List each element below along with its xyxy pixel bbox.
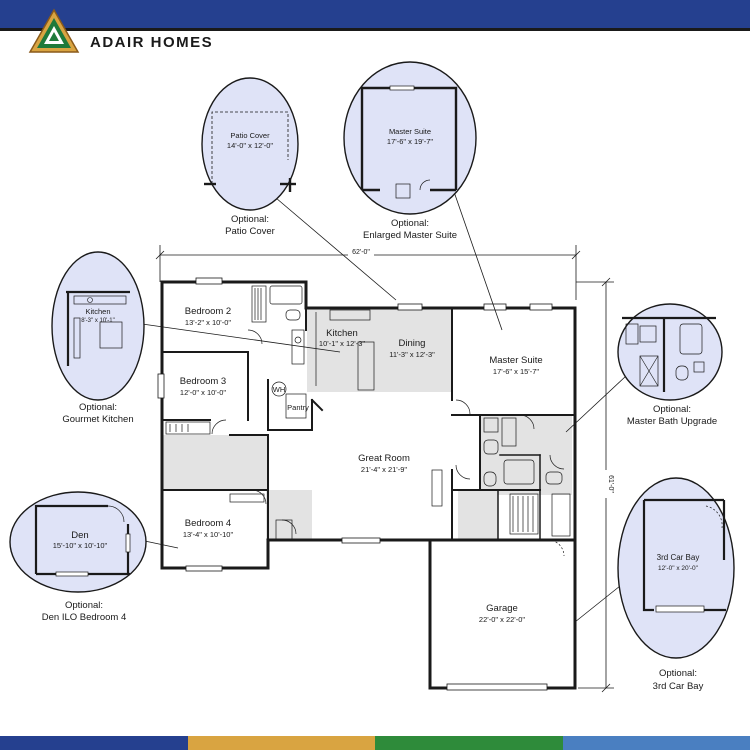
tile-areas bbox=[163, 308, 572, 540]
option-gourmet-kitchen-title: Optional: bbox=[79, 402, 117, 413]
footer-stripe-gold bbox=[188, 736, 375, 750]
garage-size: 22'-0" x 22'-0" bbox=[479, 615, 525, 624]
option-master-suite-bubble: Master Suite 17'-6" x 19'-7" bbox=[343, 61, 477, 215]
bedroom2-size: 13'-2" x 10'-0" bbox=[185, 318, 231, 327]
option-third-car-bay-title: Optional: bbox=[659, 668, 697, 679]
option-gourmet-kitchen-bubble: Kitchen 8'-3" x 10'-1" bbox=[51, 251, 145, 401]
option-third-car-bay-name: 3rd Car Bay bbox=[653, 681, 704, 692]
option-master-bath-title: Optional: bbox=[653, 404, 691, 415]
dining-size: 11'-3" x 12'-3" bbox=[389, 350, 435, 359]
bedroom4-label: Bedroom 4 bbox=[185, 518, 231, 529]
option-den-size: 15'-10" x 10'-10" bbox=[53, 541, 108, 550]
option-third-car-bay-size: 12'-0" x 20'-0" bbox=[658, 565, 699, 572]
option-patio-cover-name: Patio Cover bbox=[225, 226, 275, 237]
water-heater-label: WH bbox=[273, 385, 286, 394]
header-rule bbox=[0, 28, 750, 31]
kitchen-label: Kitchen bbox=[326, 328, 358, 339]
option-gourmet-kitchen-name: Gourmet Kitchen bbox=[62, 414, 133, 425]
pantry-label: Pantry bbox=[287, 403, 309, 412]
footer-stripe-blue bbox=[0, 736, 188, 750]
master-suite-size: 17'-6" x 15'-7" bbox=[493, 367, 539, 376]
option-gourmet-kitchen-size: 8'-3" x 10'-1" bbox=[81, 318, 115, 324]
option-third-car-bay-room: 3rd Car Bay bbox=[657, 553, 700, 562]
bedroom3-label: Bedroom 3 bbox=[180, 376, 226, 387]
bedroom4-size: 13'-4" x 10'-10" bbox=[183, 530, 234, 539]
option-den-bubble: Den 15'-10" x 10'-10" bbox=[9, 491, 147, 593]
option-patio-cover-title: Optional: bbox=[231, 214, 269, 225]
garage-label: Garage bbox=[486, 603, 518, 614]
option-gourmet-kitchen-room: Kitchen bbox=[85, 307, 110, 316]
header-bar bbox=[0, 0, 750, 28]
depth-dimension-label: 61'-0" bbox=[607, 475, 614, 493]
dining-label: Dining bbox=[399, 338, 426, 349]
option-third-car-bay-bubble: 3rd Car Bay 12'-0" x 20'-0" bbox=[617, 477, 735, 659]
door-swings bbox=[211, 329, 565, 557]
option-master-suite-size: 17'-6" x 19'-7" bbox=[387, 137, 433, 146]
footer-stripe-lightblue bbox=[563, 736, 750, 750]
house-walls bbox=[160, 280, 577, 690]
option-den-name: Den ILO Bedroom 4 bbox=[42, 612, 127, 623]
great-room-label: Great Room bbox=[358, 453, 410, 464]
option-master-suite-name: Enlarged Master Suite bbox=[363, 230, 457, 241]
master-suite-label: Master Suite bbox=[489, 355, 542, 366]
option-master-suite-title: Optional: bbox=[391, 218, 429, 229]
footer-stripe-green bbox=[375, 736, 563, 750]
option-den-room: Den bbox=[71, 530, 88, 541]
width-dimension-label: 62'-0" bbox=[352, 249, 370, 256]
option-patio-cover-size: 14'-0" x 12'-0" bbox=[227, 141, 273, 150]
brand-name: ADAIR HOMES bbox=[90, 34, 214, 51]
option-patio-cover-bubble: Patio Cover 14'-0" x 12'-0" bbox=[201, 77, 299, 211]
bedroom2-label: Bedroom 2 bbox=[185, 306, 231, 317]
option-master-bath-name: Master Bath Upgrade bbox=[627, 416, 717, 427]
great-room-size: 21'-4" x 21'-9" bbox=[361, 465, 407, 474]
option-master-bath-bubble bbox=[617, 303, 723, 401]
adair-homes-logo-icon bbox=[28, 8, 80, 53]
footer-stripe bbox=[0, 736, 750, 750]
callout-leaders bbox=[127, 185, 627, 623]
option-master-suite-room: Master Suite bbox=[389, 127, 431, 136]
option-patio-cover-room: Patio Cover bbox=[230, 131, 270, 140]
kitchen-size: 10'-1" x 12'-3" bbox=[319, 339, 365, 348]
option-den-title: Optional: bbox=[65, 600, 103, 611]
bedroom3-size: 12'-0" x 10'-0" bbox=[180, 388, 226, 397]
windows bbox=[157, 277, 553, 691]
